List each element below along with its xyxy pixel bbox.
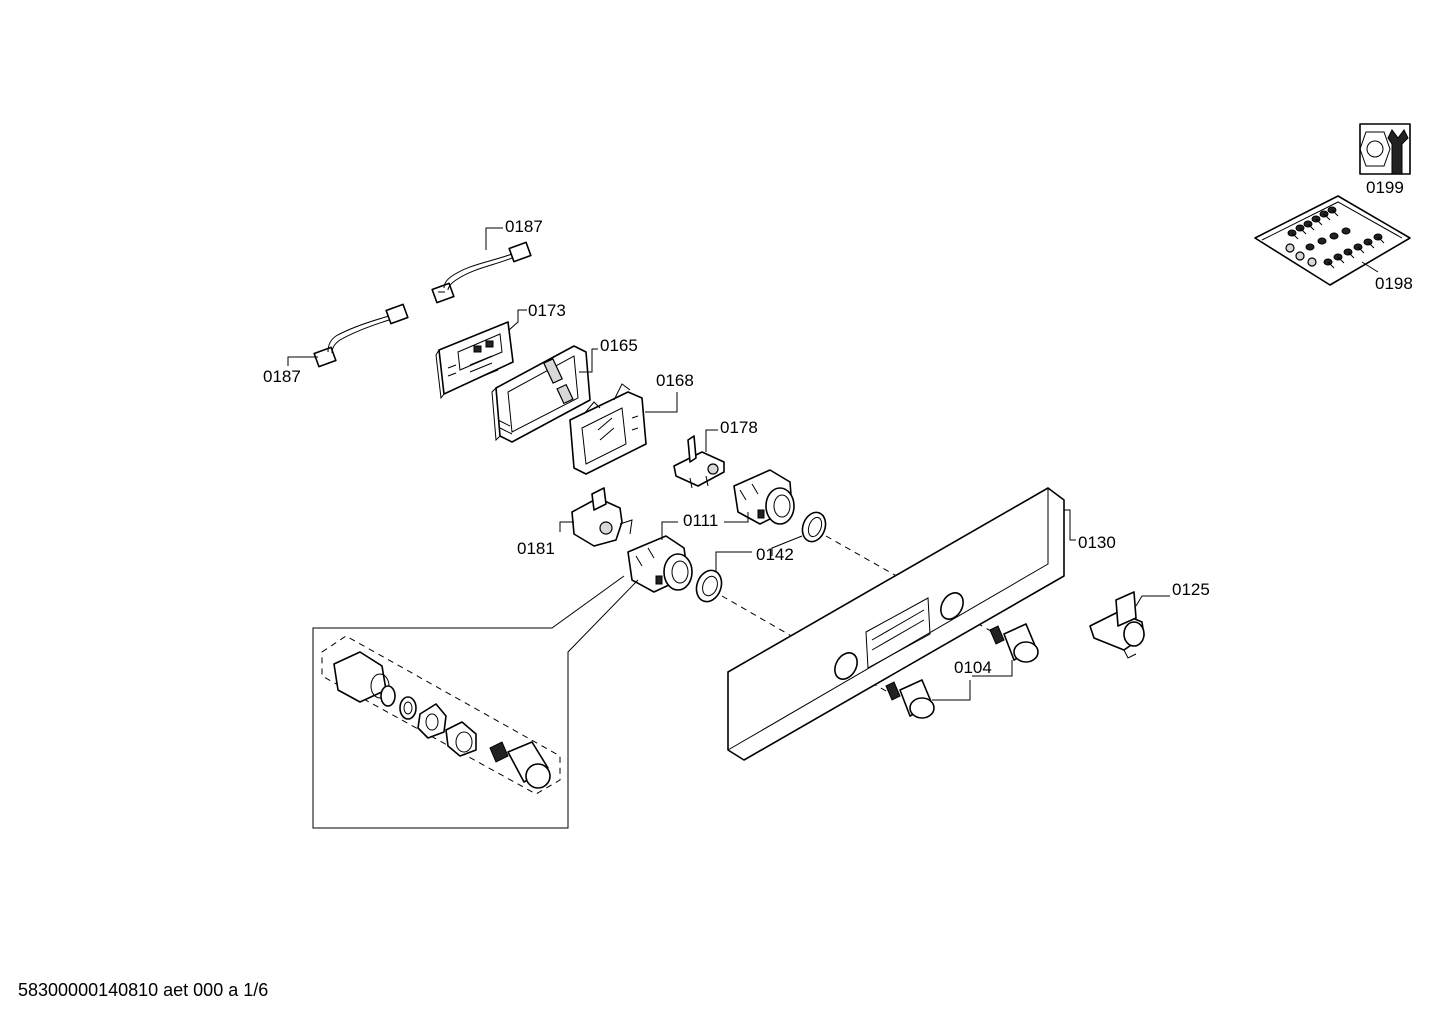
part-label-0125: 0125 [1172,580,1210,599]
part-label-0181: 0181 [517,539,555,558]
part-label-0198: 0198 [1375,274,1413,293]
part-label-0178: 0178 [720,418,758,437]
part-label-0187-upper: 0187 [505,217,543,236]
document-reference: 58300000140810 aet 000 a 1/6 [18,980,269,1000]
part-label-0165: 0165 [600,336,638,355]
switch-bracket-upper [673,435,725,489]
circuit-board [435,321,514,400]
part-label-0104: 0104 [954,658,992,677]
part-label-0130: 0130 [1078,533,1116,552]
wrench-nut-icon [1359,123,1411,175]
rotary-switch-upper [733,469,795,525]
part-label-0187-lower: 0187 [263,367,301,386]
control-knob-right [989,623,1039,663]
control-panel-fascia [727,487,1065,761]
display-frame-bracket [491,345,591,443]
part-label-0168: 0168 [656,371,694,390]
panel-holder-clip [1089,591,1145,659]
display-module [569,383,647,475]
inset-detail-box [312,575,639,829]
inset-detail-exploded-switch [321,635,561,795]
cable-harness-upper [431,241,532,304]
sealing-ring-lower [695,569,723,603]
cable-harness-lower [313,303,409,368]
part-label-0111: 0111 [683,511,718,530]
sealing-ring-upper [801,511,827,543]
part-label-0199: 0199 [1366,178,1404,197]
screw-bag [1254,195,1411,286]
switch-bracket-lower [571,487,633,547]
rotary-switch-lower [627,535,693,593]
control-knob-left [885,679,935,719]
part-label-0142: 0142 [756,545,794,564]
part-label-0173: 0173 [528,301,566,320]
